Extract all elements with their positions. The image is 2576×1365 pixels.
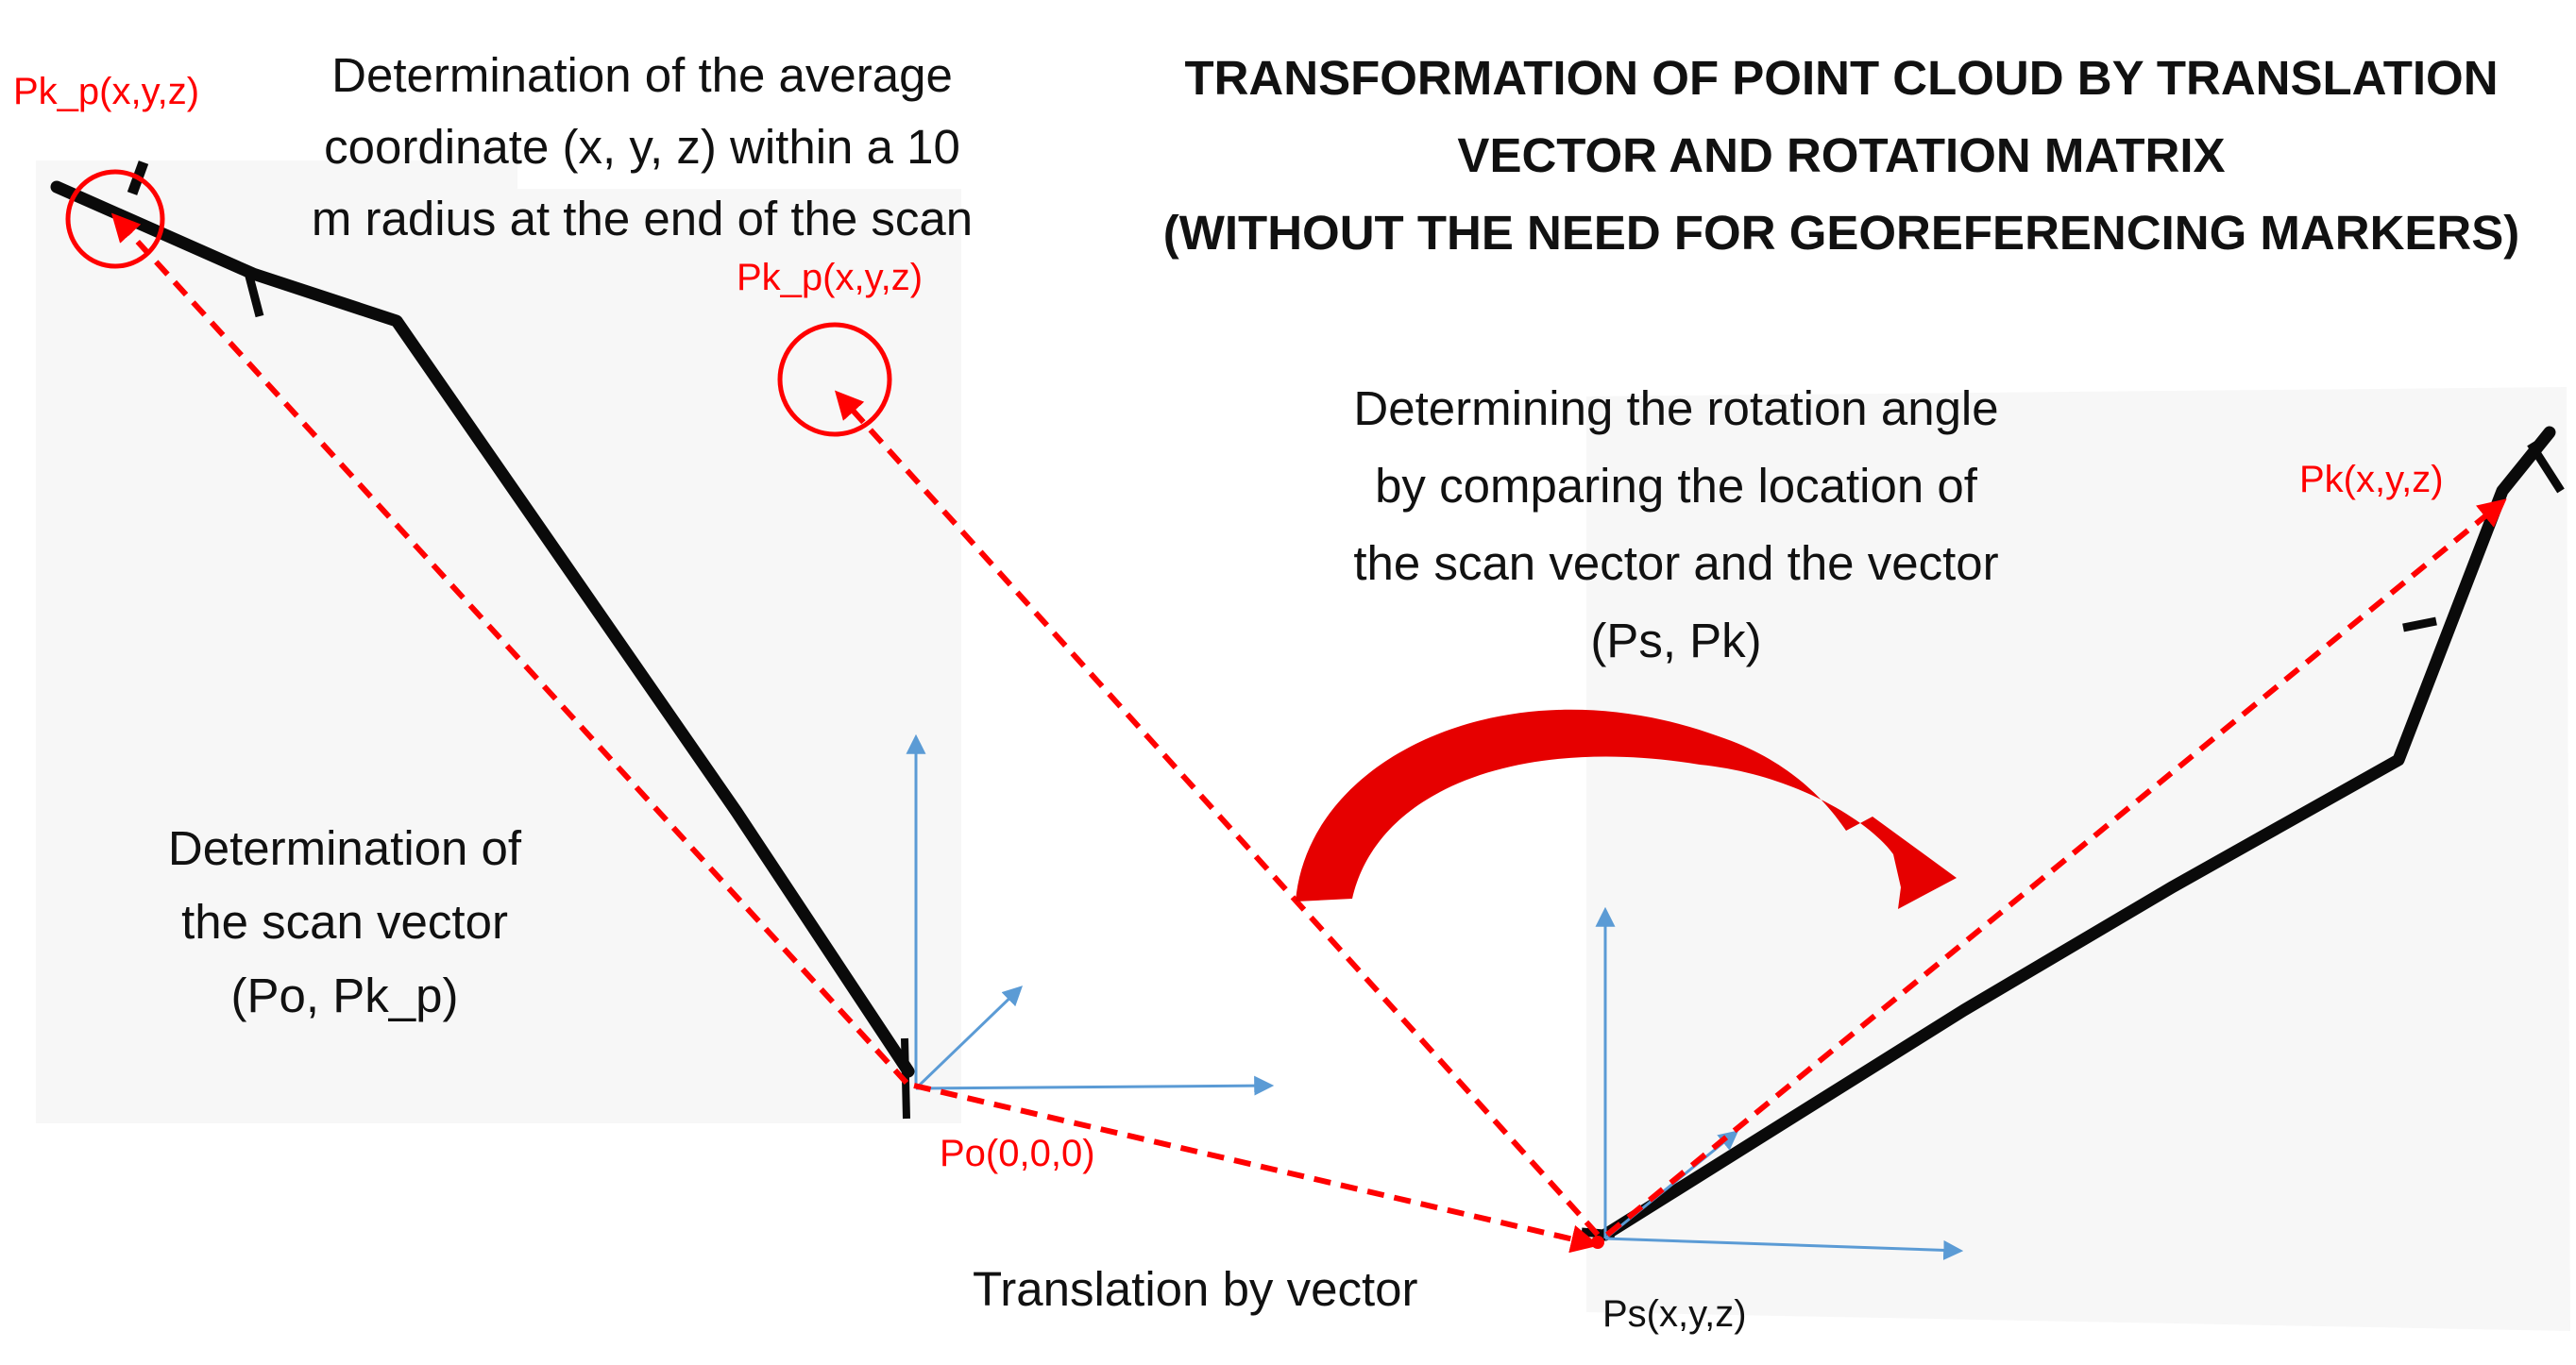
ps-axis-z [1604, 1130, 1739, 1240]
center-scan-panel [517, 189, 961, 1123]
scan-vector-line-3: (Po, Pk_p) [230, 969, 459, 1022]
rotation-line-3: the scan vector and the vector [1353, 536, 1999, 590]
rotation-line-2: by comparing the location of [1375, 459, 1977, 513]
label-po: Po(0,0,0) [940, 1133, 1095, 1174]
scan-vector-text: Determination of the scan vector (Po, Pk… [90, 812, 600, 1033]
title-line-2: VECTOR AND ROTATION MATRIX [1457, 128, 2226, 182]
average-line-1: Determination of the average [331, 48, 953, 102]
label-pk: Pk(x,y,z) [2299, 459, 2444, 500]
translated-scan-vector [834, 390, 1601, 1238]
scan-vector [110, 212, 909, 1086]
label-pk-p-translated: Pk_p(x,y,z) [737, 257, 924, 298]
rotation-line-4: (Ps, Pk) [1590, 614, 1762, 667]
title-line-3: (WITHOUT THE NEED FOR GEOREFERENCING MAR… [1162, 206, 2520, 260]
ps-axis-x [1604, 1237, 1964, 1260]
scan-vector-line-2: the scan vector [181, 895, 508, 949]
label-pk-p-scan-end: Pk_p(x,y,z) [13, 71, 200, 112]
average-line-3: m radius at the end of the scan [311, 192, 974, 245]
average-line-2: coordinate (x, y, z) within a 10 [324, 120, 960, 174]
scan-end-circle [65, 169, 165, 269]
label-ps: Ps(x,y,z) [1602, 1293, 1747, 1335]
rotation-line-1: Determining the rotation angle [1353, 381, 1999, 435]
vectors [110, 212, 2507, 1254]
po-axis-x [915, 1075, 1275, 1096]
target-vector [1605, 498, 2507, 1238]
original-scan-trajectory [50, 180, 915, 1078]
scan-vector-line-1: Determination of [167, 821, 522, 875]
ps-point [1591, 1236, 1604, 1249]
translation-text: Translation by vector [973, 1262, 1418, 1316]
translated-end-circle [777, 322, 892, 437]
average-coordinate-text: Determination of the average coordinate … [250, 40, 1034, 255]
rotation-arrow-icon [1296, 709, 1957, 909]
axes-at-po [906, 733, 1275, 1096]
po-axis-z [914, 986, 1024, 1090]
transformed-scan-trajectory [1599, 426, 2556, 1241]
axes-at-ps [1595, 906, 1964, 1260]
diagram-title: TRANSFORMATION OF POINT CLOUD BY TRANSLA… [1110, 40, 2573, 272]
translation-vector [913, 1083, 1600, 1254]
background-panels [36, 160, 2570, 1331]
title-line-1: TRANSFORMATION OF POINT CLOUD BY TRANSLA… [1184, 51, 2499, 105]
rotation-angle-text: Determining the rotation angle by compar… [1237, 370, 2115, 680]
scan-trajectories [50, 160, 2565, 1241]
